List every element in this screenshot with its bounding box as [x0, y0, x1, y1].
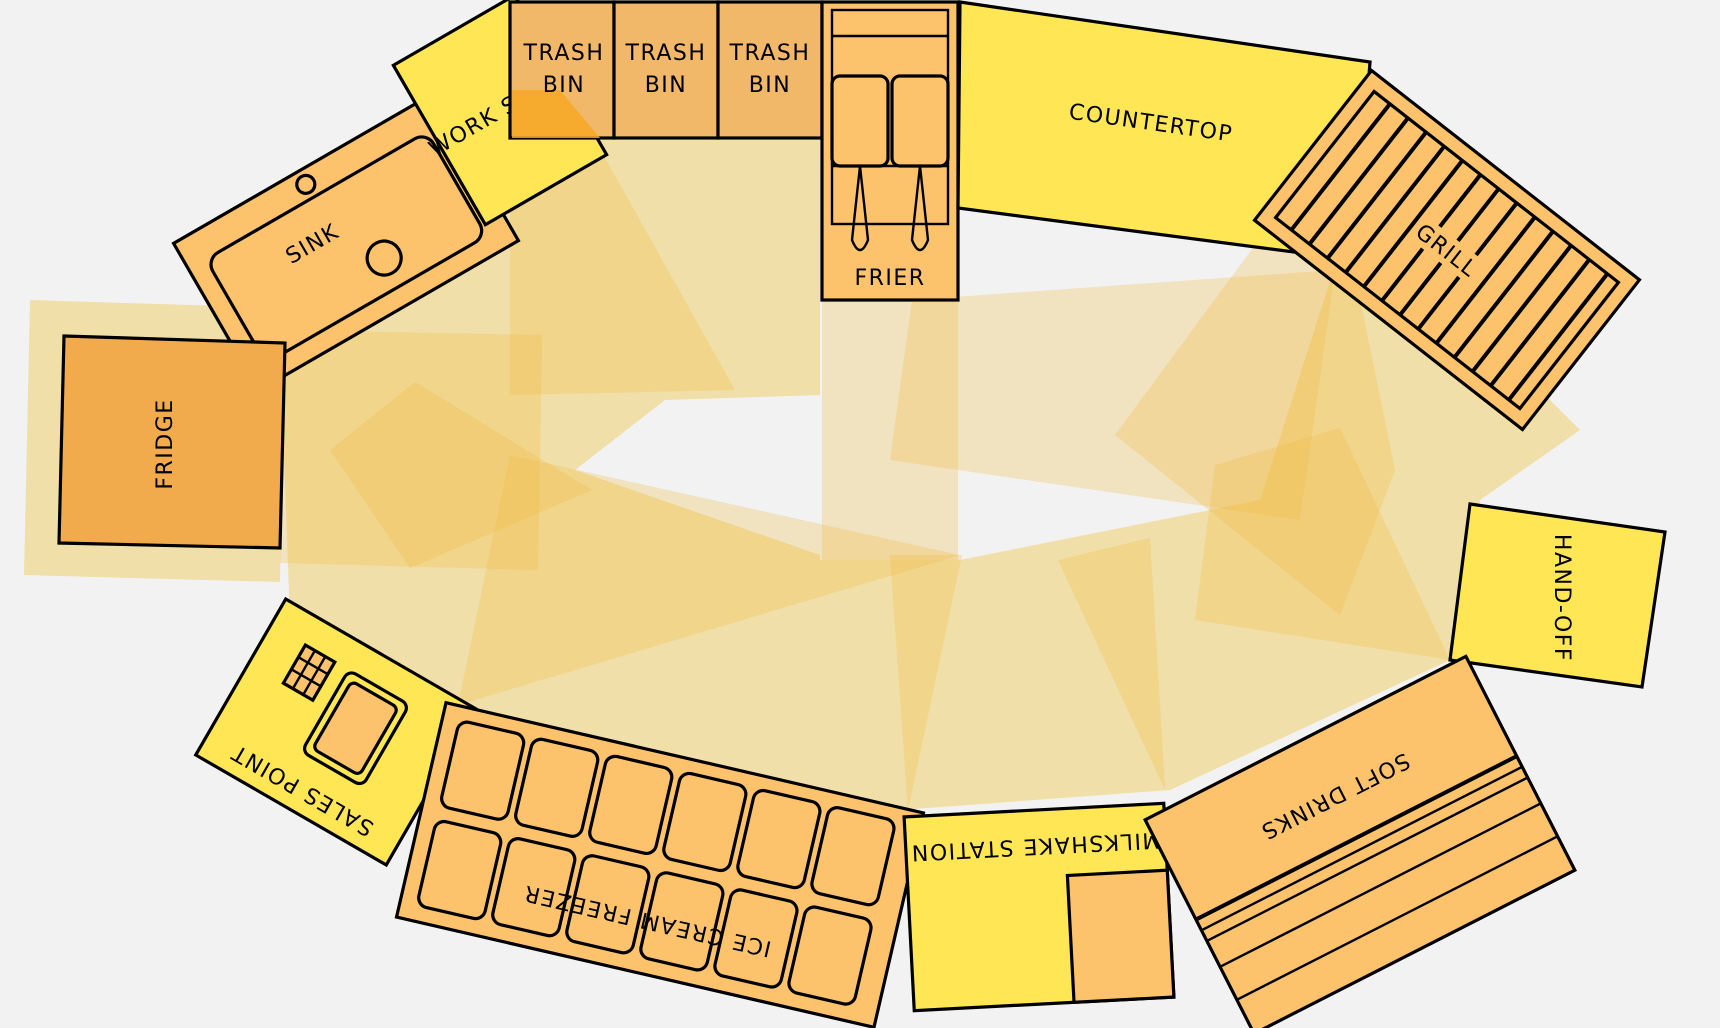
soft-drinks-station[interactable]: SOFT DRINKS [1142, 654, 1578, 1028]
trash-bin-overlap [512, 90, 600, 138]
trash-bin-1-line-2: BIN [543, 73, 586, 98]
reach-zone-fridge-diamond [330, 382, 592, 568]
reach-zone-sink [280, 330, 542, 570]
ice-cream-freezer-station[interactable]: ICE CREAM FREEZER [394, 700, 926, 1028]
trash-bin-2[interactable] [612, 0, 720, 140]
reach-zone-countertop [890, 270, 1335, 520]
reach-zone-handoff [1195, 428, 1450, 660]
reach-zone-milkshake [1058, 538, 1165, 790]
fry-basket-left [830, 74, 890, 168]
trash-bin-2-line-1: TRASH [625, 41, 707, 66]
trash-bin-3-line-1: TRASH [729, 41, 811, 66]
hand-off-label: HAND-OFF [1549, 534, 1574, 662]
grill-station[interactable]: GRILL [1252, 68, 1642, 432]
reach-zone-freezer-right [890, 555, 962, 810]
fridge-label: FRIDGE [153, 398, 178, 489]
frier-station[interactable]: FRIER [820, 0, 960, 302]
faucet-icon [295, 173, 317, 195]
milkshake-station[interactable]: MILKSHAKE STATION [902, 801, 1176, 1013]
work-zones [24, 140, 1580, 810]
trash-bins: TRASH BIN TRASH BIN TRASH BIN [508, 0, 824, 140]
central-work-zone [280, 140, 1580, 810]
soft-drinks-dispenser-lines [1195, 754, 1559, 1001]
basket-handle-right [910, 165, 930, 252]
pos-keypad-icon [281, 642, 338, 703]
drain-icon [365, 239, 403, 277]
freezer-tubs [417, 720, 896, 1006]
basket-handle-left [850, 165, 870, 252]
fry-basket-right [890, 74, 950, 168]
trash-bin-2-line-2: BIN [645, 73, 688, 98]
frier-label: FRIER [854, 266, 925, 291]
reach-zone-frier [822, 300, 958, 560]
trash-bin-3[interactable] [716, 0, 824, 140]
reach-zone-trash [510, 140, 735, 395]
trash-bin-1-line-1: TRASH [523, 41, 605, 66]
clear-aisle-right [958, 450, 1215, 550]
hand-off-station[interactable]: HAND-OFF [1448, 502, 1667, 689]
pos-screen-icon [303, 671, 408, 786]
clear-aisle-left [575, 395, 820, 555]
fridge-station[interactable]: FRIDGE [57, 334, 287, 550]
trash-bin-3-line-2: BIN [749, 73, 792, 98]
reach-zone-freezer-left [458, 455, 960, 705]
milkshake-machine [1065, 868, 1176, 1004]
reach-zone-grill-diamond [1115, 245, 1395, 615]
sink-station[interactable]: SINK [171, 91, 521, 393]
